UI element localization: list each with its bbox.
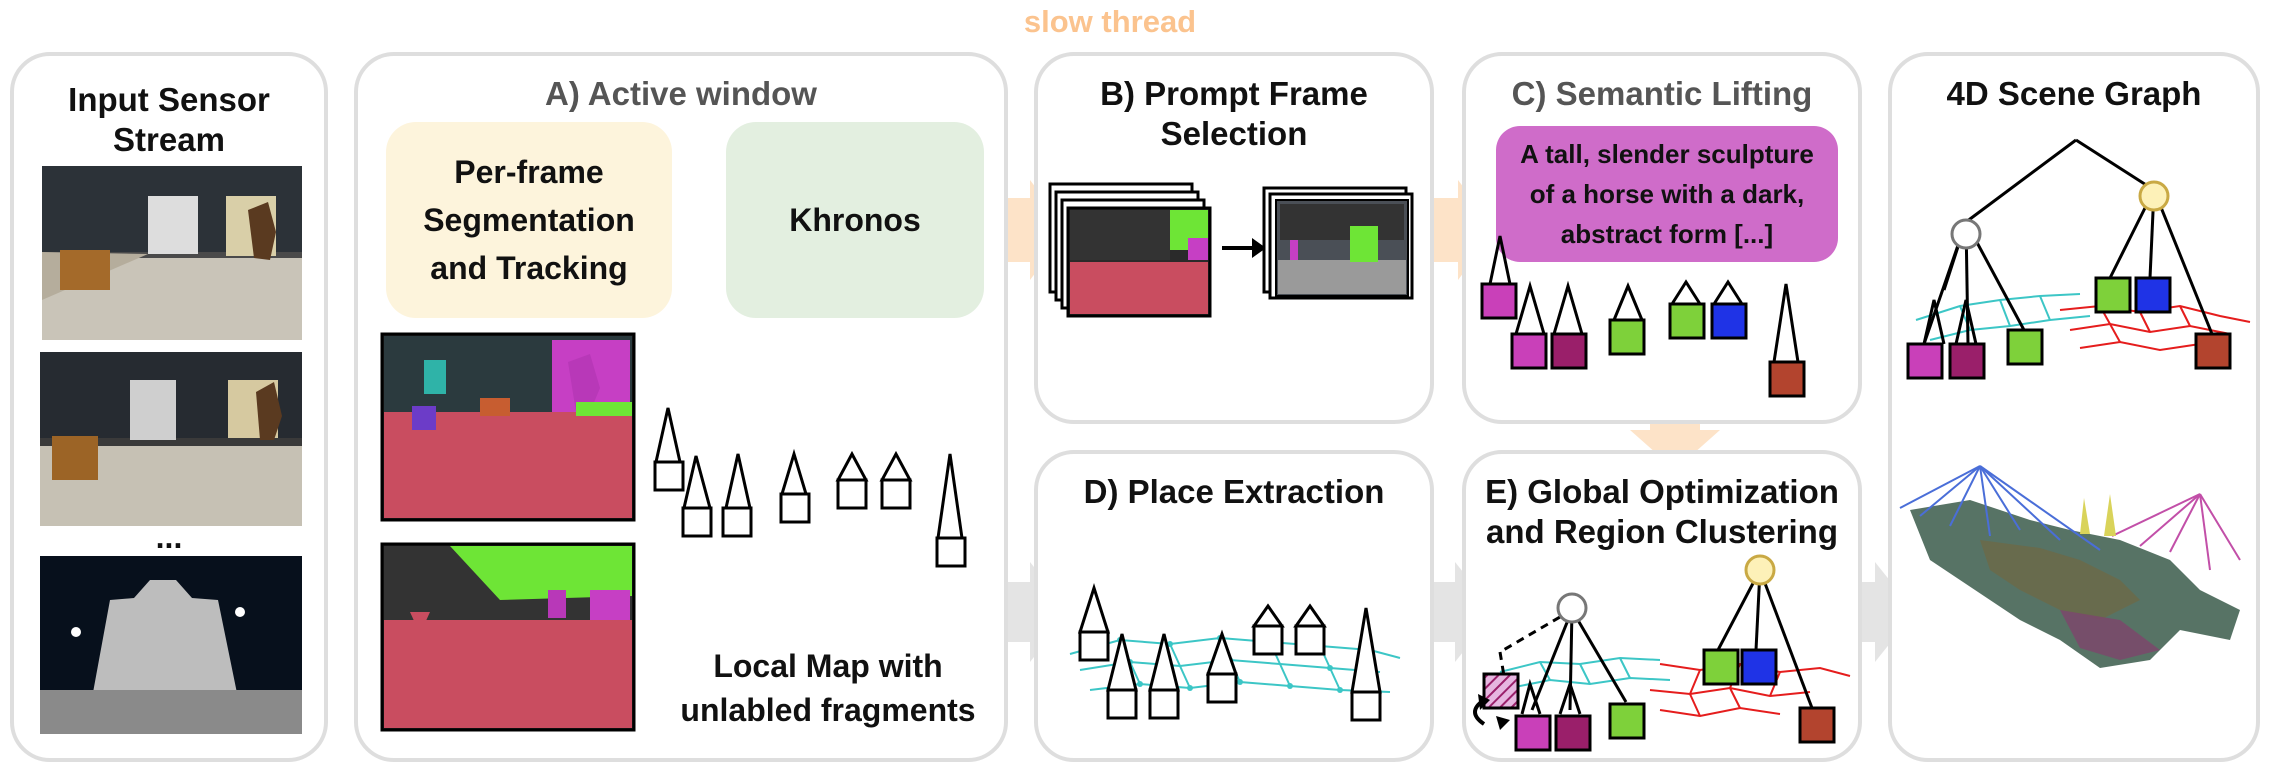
prompt-frame-title: B) Prompt Frame Selection (1038, 74, 1430, 154)
semantic-objects (1480, 235, 1806, 398)
input-frame-2 (40, 352, 302, 526)
global-region-node (1556, 592, 1588, 624)
input-title-line1: Input Sensor (68, 81, 270, 118)
scene-graph-3d-render (1899, 465, 2241, 668)
active-window-title: A) Active window (545, 75, 817, 112)
input-frame-3 (40, 556, 302, 734)
input-ellipsis: ... (155, 519, 183, 555)
slow-thread-label: slow thread (1023, 4, 1197, 39)
semantic-lifting-title: C) Semantic Lifting (1511, 75, 1813, 112)
local-map-line2: unlabled fragments (680, 692, 976, 728)
local-map-line1: Local Map with (713, 648, 943, 684)
caption-line2: of a horse with a dark, (1529, 179, 1805, 209)
segmentation-tracking-box: Per-frame Segmentation and Tracking (386, 122, 672, 318)
input-title-line2: Stream (113, 121, 225, 158)
select-arrow (1222, 238, 1266, 258)
input-frame-1 (42, 166, 302, 340)
global-title-line2: and Region Clustering (1485, 513, 1838, 550)
seg-line2: Segmentation (423, 202, 635, 238)
khronos-label: Khronos (789, 202, 921, 238)
segmented-frame-1 (380, 332, 636, 522)
global-optimization-panel: E) Global Optimization and Region Cluste… (1462, 450, 1862, 762)
scene-graph-title: 4D Scene Graph (1946, 75, 2202, 112)
selected-prompt-frames (1262, 186, 1414, 300)
caption-line3: abstract form [...] (1560, 219, 1774, 249)
khronos-box: Khronos (726, 122, 984, 318)
seg-line3: and Tracking (430, 250, 628, 286)
global-graph (1473, 554, 1851, 752)
caption-line1: A tall, slender sculpture (1520, 139, 1814, 169)
scene-graph-tree (1906, 138, 2251, 380)
seg-line1: Per-frame (454, 154, 604, 190)
global-title-line1: E) Global Optimization (1485, 473, 1839, 510)
prompt-title-line2: Selection (1160, 115, 1308, 152)
prompt-frame-stack (1048, 182, 1212, 318)
segmented-frame-2 (380, 542, 636, 732)
semantic-caption-box: A tall, slender sculpture of a horse wit… (1496, 126, 1838, 262)
global-region-node-2 (1744, 554, 1776, 586)
place-extraction-title: D) Place Extraction (1083, 473, 1385, 510)
input-title: Input Sensor Stream (14, 80, 324, 160)
prompt-title-line1: B) Prompt Frame (1100, 75, 1368, 112)
global-optimization-title: E) Global Optimization and Region Cluste… (1466, 472, 1858, 552)
local-map-label: Local Map with unlabled fragments (658, 644, 998, 732)
place-graph (1069, 583, 1401, 722)
unlabeled-fragments (653, 407, 967, 568)
